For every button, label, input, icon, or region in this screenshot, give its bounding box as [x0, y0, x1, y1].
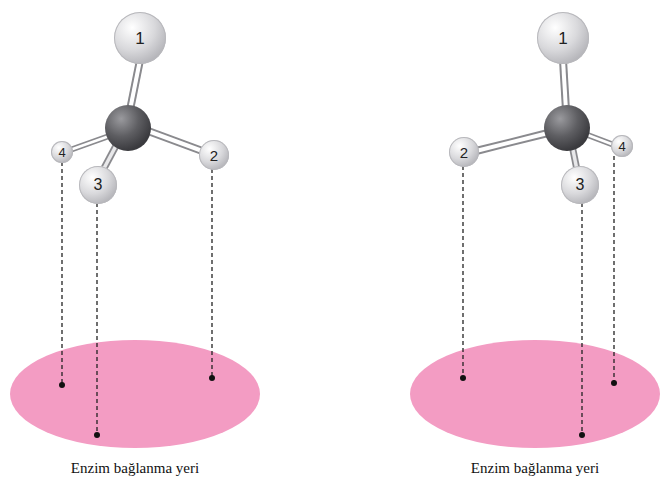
atom-ball: 2: [449, 137, 479, 167]
bond: [476, 60, 614, 170]
callout-number: 3: [94, 177, 103, 193]
site-caption: Enzim bağlanma yeri: [0, 460, 300, 477]
atom-ball: 3: [561, 166, 599, 204]
binding-line: [460, 166, 466, 381]
callout-number: 1: [558, 30, 567, 47]
atom-ball: 2: [199, 140, 229, 170]
enzyme-binding-site: Enzim bağlanma yeri: [410, 340, 660, 448]
callout-number: 3: [576, 177, 585, 193]
atom-ball: 4: [51, 141, 73, 163]
callout-number: 4: [618, 140, 625, 153]
enzyme-binding-site: Enzim bağlanma yeri: [10, 340, 260, 448]
callout-number: 2: [210, 148, 218, 163]
atom-ball: 1: [537, 12, 589, 64]
callout-number: 4: [58, 146, 65, 159]
binding-line: [209, 169, 215, 381]
callout-number: 1: [135, 30, 144, 47]
site-ellipse: [410, 340, 660, 448]
bond: [70, 60, 205, 172]
site-caption: Enzim bağlanma yeri: [370, 460, 661, 477]
site-ellipse: [10, 340, 260, 448]
atom-ball: 4: [611, 135, 633, 157]
atom-ball: 1: [114, 12, 166, 64]
callout-number: 2: [460, 145, 468, 160]
atom-ball: 3: [79, 166, 117, 204]
